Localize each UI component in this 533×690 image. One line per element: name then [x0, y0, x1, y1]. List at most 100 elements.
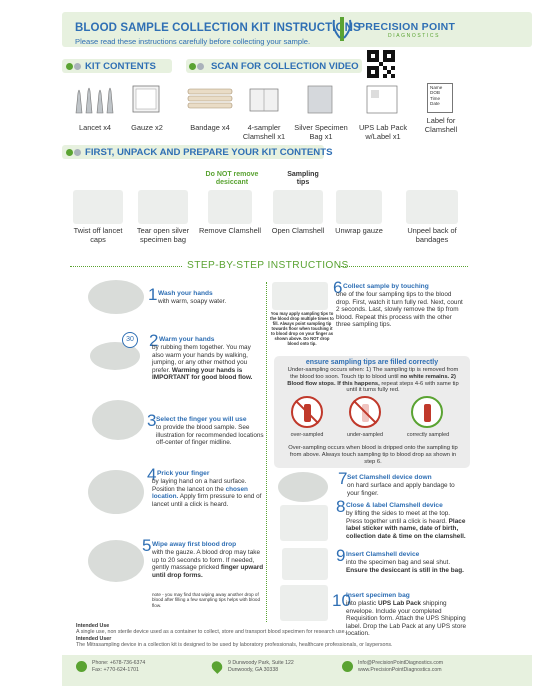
- step-number: 10: [332, 591, 351, 610]
- scan-banner: [186, 59, 362, 73]
- footer-strip: [62, 655, 532, 686]
- step-heading: Insert Clamshell device: [346, 551, 420, 558]
- kit-contents-banner: [62, 59, 172, 73]
- bullet-dot: [66, 149, 73, 156]
- kit-item-silver-bag: Silver Specimen Bag x1: [292, 83, 350, 141]
- note-sampling-tips: Sampling tips: [287, 171, 319, 186]
- unpack-step-open: Open Clamshell: [266, 190, 330, 235]
- kit-label: Gauze x2: [131, 123, 163, 132]
- unpack-step-bag: Tear open silver specimen bag: [130, 190, 196, 244]
- ensure-heading: ensure sampling tips are filled correctl…: [305, 359, 439, 366]
- bullet-dot: [74, 63, 81, 70]
- wipe-blood-image: [88, 540, 144, 582]
- lancet-cap-image: [73, 190, 123, 224]
- step-heading: Select the finger you will use: [156, 416, 247, 423]
- kit-item-gauze: Gauze x2: [124, 83, 170, 133]
- unpack-step-remove: Remove Clamshell: [198, 190, 262, 235]
- prick-finger-image: [88, 470, 144, 514]
- qr-code[interactable]: [367, 50, 395, 78]
- step-heading: Set Clamshell device down: [347, 474, 432, 481]
- step-number: 2: [149, 331, 159, 350]
- unpack-step-gauze: Unwrap gauze: [330, 190, 388, 235]
- footer-address-1: 9 Dunwoody Park, Suite 122: [228, 660, 294, 666]
- step-text: into plastic UPS Lab Pack shipping envel…: [346, 600, 467, 638]
- kit-label: 4-sampler Clamshell x1: [242, 123, 286, 141]
- step-heading: Wipe away first blood drop: [152, 541, 237, 548]
- steps-divider-left: [70, 266, 182, 267]
- step-heading: Wash your hands: [158, 290, 213, 297]
- step-heading: Prick your finger: [157, 470, 210, 477]
- step-heading: Close & label Clamshell device: [346, 502, 443, 509]
- step-text: by laying hand on a hard surface. Positi…: [152, 478, 262, 508]
- page-title: BLOOD SAMPLE COLLECTION KIT INSTRUCTIONS: [75, 22, 361, 34]
- step-number: 3: [147, 411, 157, 430]
- finger-select-image: [92, 400, 144, 440]
- ensure-label: over-sampled: [290, 432, 324, 438]
- kit-label: Silver Specimen Bag x1: [294, 123, 348, 141]
- logo-icon: [332, 17, 352, 41]
- kit-item-lancet: Lancet x4: [72, 83, 118, 133]
- footer-address-2: Dunwoody, GA 30338: [228, 667, 279, 673]
- step-text: on hard surface and apply bandage to you…: [347, 482, 455, 497]
- kit-label: Bandage x4: [190, 123, 230, 132]
- first-unpack-banner: [62, 145, 324, 159]
- timer-badge: 30: [122, 332, 138, 348]
- footer-website[interactable]: www.PrecisionPointDiagnostics.com: [358, 667, 442, 673]
- kit-label: UPS Lab Pack w/Label x1: [358, 123, 408, 141]
- close-clamshell-image: [280, 505, 328, 541]
- silver-bag-icon: [307, 85, 333, 114]
- step-heading: Collect sample by touching: [343, 283, 429, 290]
- bandage-icon: [187, 88, 233, 109]
- step-number: 9: [336, 546, 346, 565]
- gauze-icon: [132, 85, 160, 113]
- wash-hands-image: [88, 280, 144, 314]
- step-text: to provide the blood sample. See illustr…: [156, 424, 264, 447]
- clamshell-icon: [249, 88, 279, 112]
- bullet-dot: [197, 63, 204, 70]
- step-caption: You may apply sampling tips to the blood…: [270, 311, 334, 346]
- bullet-dot: [66, 63, 73, 70]
- intended-use: Intended Use A single use, non sterile d…: [76, 623, 393, 649]
- lancet-icon: [75, 87, 114, 114]
- step-note: note - you may find that wiping away ano…: [152, 592, 261, 608]
- gauze-image: [336, 190, 382, 224]
- correctly-sampled-icon: [411, 396, 443, 428]
- footer-email[interactable]: Info@PrecisionPointDiagnostics.com: [358, 660, 444, 666]
- bandage-image: [406, 190, 458, 224]
- bullet-dot: [74, 149, 81, 156]
- step-heading: Insert specimen bag: [346, 592, 410, 599]
- step-number: 5: [142, 536, 152, 555]
- kit-item-bandage: Bandage x4: [182, 83, 238, 133]
- label-card: Name DOB Time Date: [427, 83, 453, 113]
- kit-contents-heading: KIT CONTENTS: [85, 61, 156, 72]
- note-desiccant: Do NOT remove desiccant: [205, 171, 259, 186]
- open-clamshell-image: [273, 190, 323, 224]
- step-number: 4: [147, 465, 157, 484]
- first-unpack-heading: FIRST, UNPACK AND PREPARE YOUR KIT CONTE…: [85, 147, 333, 158]
- over-sampled-icon: [291, 396, 323, 428]
- warm-hands-image: 30: [86, 332, 146, 372]
- ensure-bottom-text: Over-sampling occurs when blood is dripp…: [288, 445, 458, 465]
- silver-bag-image: [138, 190, 188, 224]
- step-text: with warm, soapy water.: [158, 298, 227, 305]
- step-text: by rubbing them together. You may also w…: [152, 344, 253, 382]
- step-text: by lifting the sides to meet at the top.…: [346, 510, 466, 540]
- kit-label: Lancet x4: [78, 123, 112, 132]
- step-number: 8: [336, 497, 346, 516]
- header-banner: [62, 12, 532, 47]
- unpack-step-lancet: Twist off lancet caps: [66, 190, 130, 244]
- ensure-label: under-sampled: [347, 432, 383, 438]
- email-icon: [342, 661, 353, 672]
- kit-label: Label for Clamshell: [424, 116, 458, 134]
- kit-item-ups-pack: UPS Lab Pack w/Label x1: [355, 83, 411, 141]
- steps-divider-right: [338, 266, 468, 267]
- under-sampled-icon: [349, 396, 381, 428]
- unpack-step-bandage: Unpeel back of bandages: [396, 190, 468, 244]
- step-number: 6: [333, 278, 343, 297]
- step-text: into the specimen bag and seal shut. Ens…: [346, 559, 464, 574]
- insert-clamshell-image: [282, 548, 328, 580]
- step-heading: Warm your hands: [159, 336, 215, 343]
- logo-tagline: DIAGNOSTICS: [388, 33, 441, 39]
- column-divider: [266, 282, 267, 622]
- scan-heading: SCAN FOR COLLECTION VIDEO: [211, 61, 359, 72]
